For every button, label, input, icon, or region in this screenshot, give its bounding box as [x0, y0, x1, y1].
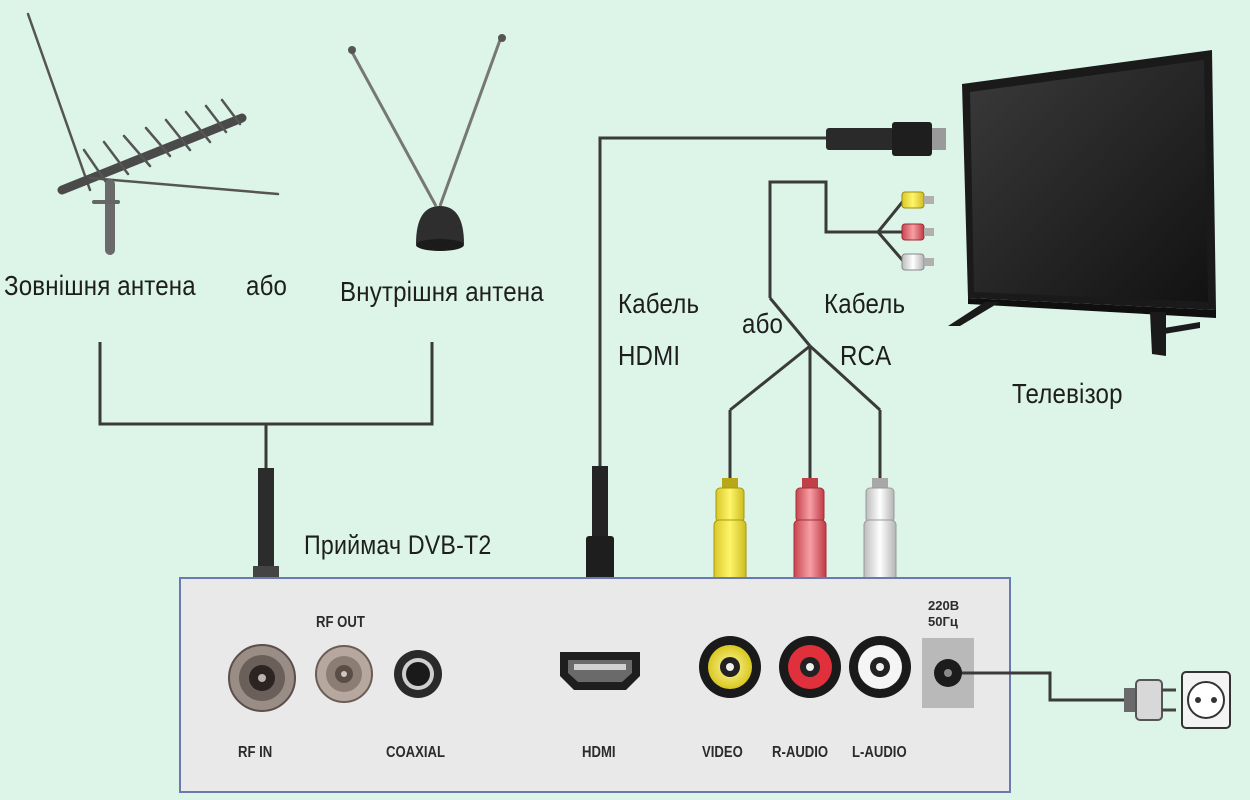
rca-tv-plugs	[901, 191, 934, 271]
rf-in-port	[228, 644, 296, 712]
coaxial-port	[394, 650, 442, 698]
coaxial-label: COAXIAL	[386, 744, 446, 761]
wall-socket-icon	[1181, 671, 1231, 729]
video-label: VIDEO	[702, 744, 743, 761]
outdoor-antenna-icon	[26, 12, 280, 255]
antenna-or-label: або	[246, 270, 288, 301]
rf-out-port	[315, 645, 373, 703]
video-port	[699, 636, 761, 698]
rca-cable-label-line2: RCA	[840, 340, 892, 371]
power-plug-icon	[1124, 679, 1176, 721]
power-voltage: 220В	[928, 598, 960, 613]
l-audio-label: L-AUDIO	[852, 744, 907, 761]
rca-cable	[728, 180, 906, 480]
indoor-antenna-icon	[348, 34, 506, 251]
hdmi-cable-label-line2: HDMI	[618, 340, 681, 371]
r-audio-port	[779, 636, 841, 698]
r-audio-label: R-AUDIO	[772, 744, 829, 761]
antenna-cable	[98, 342, 434, 470]
hdmi-label: HDMI	[582, 744, 616, 761]
hdmi-port	[560, 652, 640, 690]
tv-icon	[948, 50, 1216, 356]
outdoor-antenna-label: Зовнішня антена	[4, 270, 196, 301]
indoor-antenna-label: Внутрішня антена	[340, 276, 544, 307]
receiver-label: Приймач DVB-T2	[304, 530, 492, 560]
power-rating-label: 220В 50Гц	[928, 598, 959, 630]
power-cable	[962, 671, 1126, 702]
power-frequency: 50Гц	[928, 614, 958, 629]
rca-cable-label-line1: Кабель	[824, 288, 906, 319]
tv-label: Телевізор	[1012, 378, 1123, 409]
hdmi-cable-label-line1: Кабель	[618, 288, 700, 319]
rf-out-label: RF OUT	[316, 614, 365, 631]
cable-or-label: або	[742, 308, 784, 339]
l-audio-port	[849, 636, 911, 698]
rf-in-label: RF IN	[238, 744, 273, 761]
